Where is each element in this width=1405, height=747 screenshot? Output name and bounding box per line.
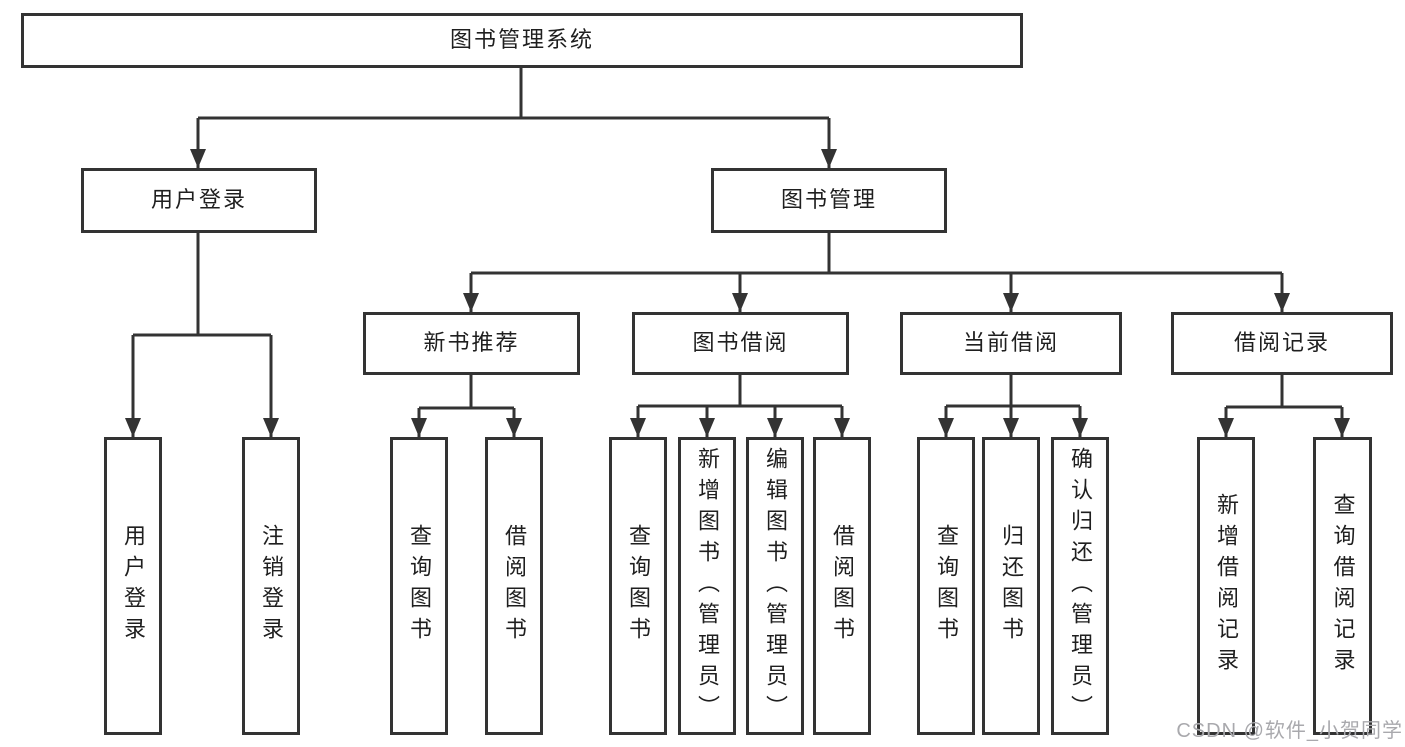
node-book-borrowing: 图书借阅 — [632, 312, 849, 375]
leaf-edit-books-admin: 编辑图书（管理员） — [746, 437, 804, 735]
leaf-label: 查询图书 — [626, 524, 651, 648]
node-new-book-recommend: 新书推荐 — [363, 312, 580, 375]
leaf-query-books-borrow: 查询图书 — [609, 437, 667, 735]
node-label: 图书管理 — [780, 187, 877, 213]
leaf-label: 确认归还（管理员） — [1068, 446, 1093, 726]
leaf-borrow-books: 借阅图书 — [813, 437, 871, 735]
csdn-watermark: CSDN @软件_小贺同学 — [1176, 720, 1403, 742]
node-label: 用户登录 — [150, 187, 247, 213]
leaf-add-books-admin: 新增图书（管理员） — [678, 437, 736, 735]
node-library-system: 图书管理系统 — [21, 13, 1023, 68]
leaf-add-borrow-record: 新增借阅记录 — [1197, 437, 1255, 735]
leaf-borrow-books-recommend: 借阅图书 — [485, 437, 543, 735]
leaf-label: 注销登录 — [259, 524, 284, 648]
leaf-label: 编辑图书（管理员） — [763, 446, 788, 726]
leaf-label: 用户登录 — [121, 524, 146, 648]
leaf-label: 借阅图书 — [502, 524, 527, 648]
leaf-label: 归还图书 — [999, 524, 1024, 648]
leaf-label: 查询借阅记录 — [1330, 493, 1356, 679]
node-book-management: 图书管理 — [711, 168, 947, 233]
node-label: 借阅记录 — [1233, 330, 1330, 356]
leaf-return-books: 归还图书 — [982, 437, 1040, 735]
node-label: 图书管理系统 — [449, 27, 594, 53]
node-label: 当前借阅 — [962, 330, 1059, 356]
node-label: 新书推荐 — [423, 330, 520, 356]
leaf-label: 查询图书 — [407, 524, 432, 648]
connector-arrows — [125, 118, 1350, 437]
leaf-label: 新增图书（管理员） — [695, 446, 720, 726]
node-user-login: 用户登录 — [81, 168, 317, 233]
leaf-query-books-current: 查询图书 — [917, 437, 975, 735]
leaf-label: 借阅图书 — [830, 524, 855, 648]
leaf-label: 新增借阅记录 — [1214, 493, 1239, 679]
leaf-confirm-return-admin: 确认归还（管理员） — [1051, 437, 1109, 735]
leaf-logout: 注销登录 — [242, 437, 300, 735]
leaf-query-books-recommend: 查询图书 — [390, 437, 448, 735]
leaf-user-login: 用户登录 — [104, 437, 162, 735]
leaf-label: 查询图书 — [934, 524, 959, 648]
leaf-query-borrow-record: 查询借阅记录 — [1313, 437, 1372, 735]
node-current-borrowing: 当前借阅 — [900, 312, 1122, 375]
node-label: 图书借阅 — [692, 330, 789, 356]
node-borrowing-records: 借阅记录 — [1171, 312, 1393, 375]
